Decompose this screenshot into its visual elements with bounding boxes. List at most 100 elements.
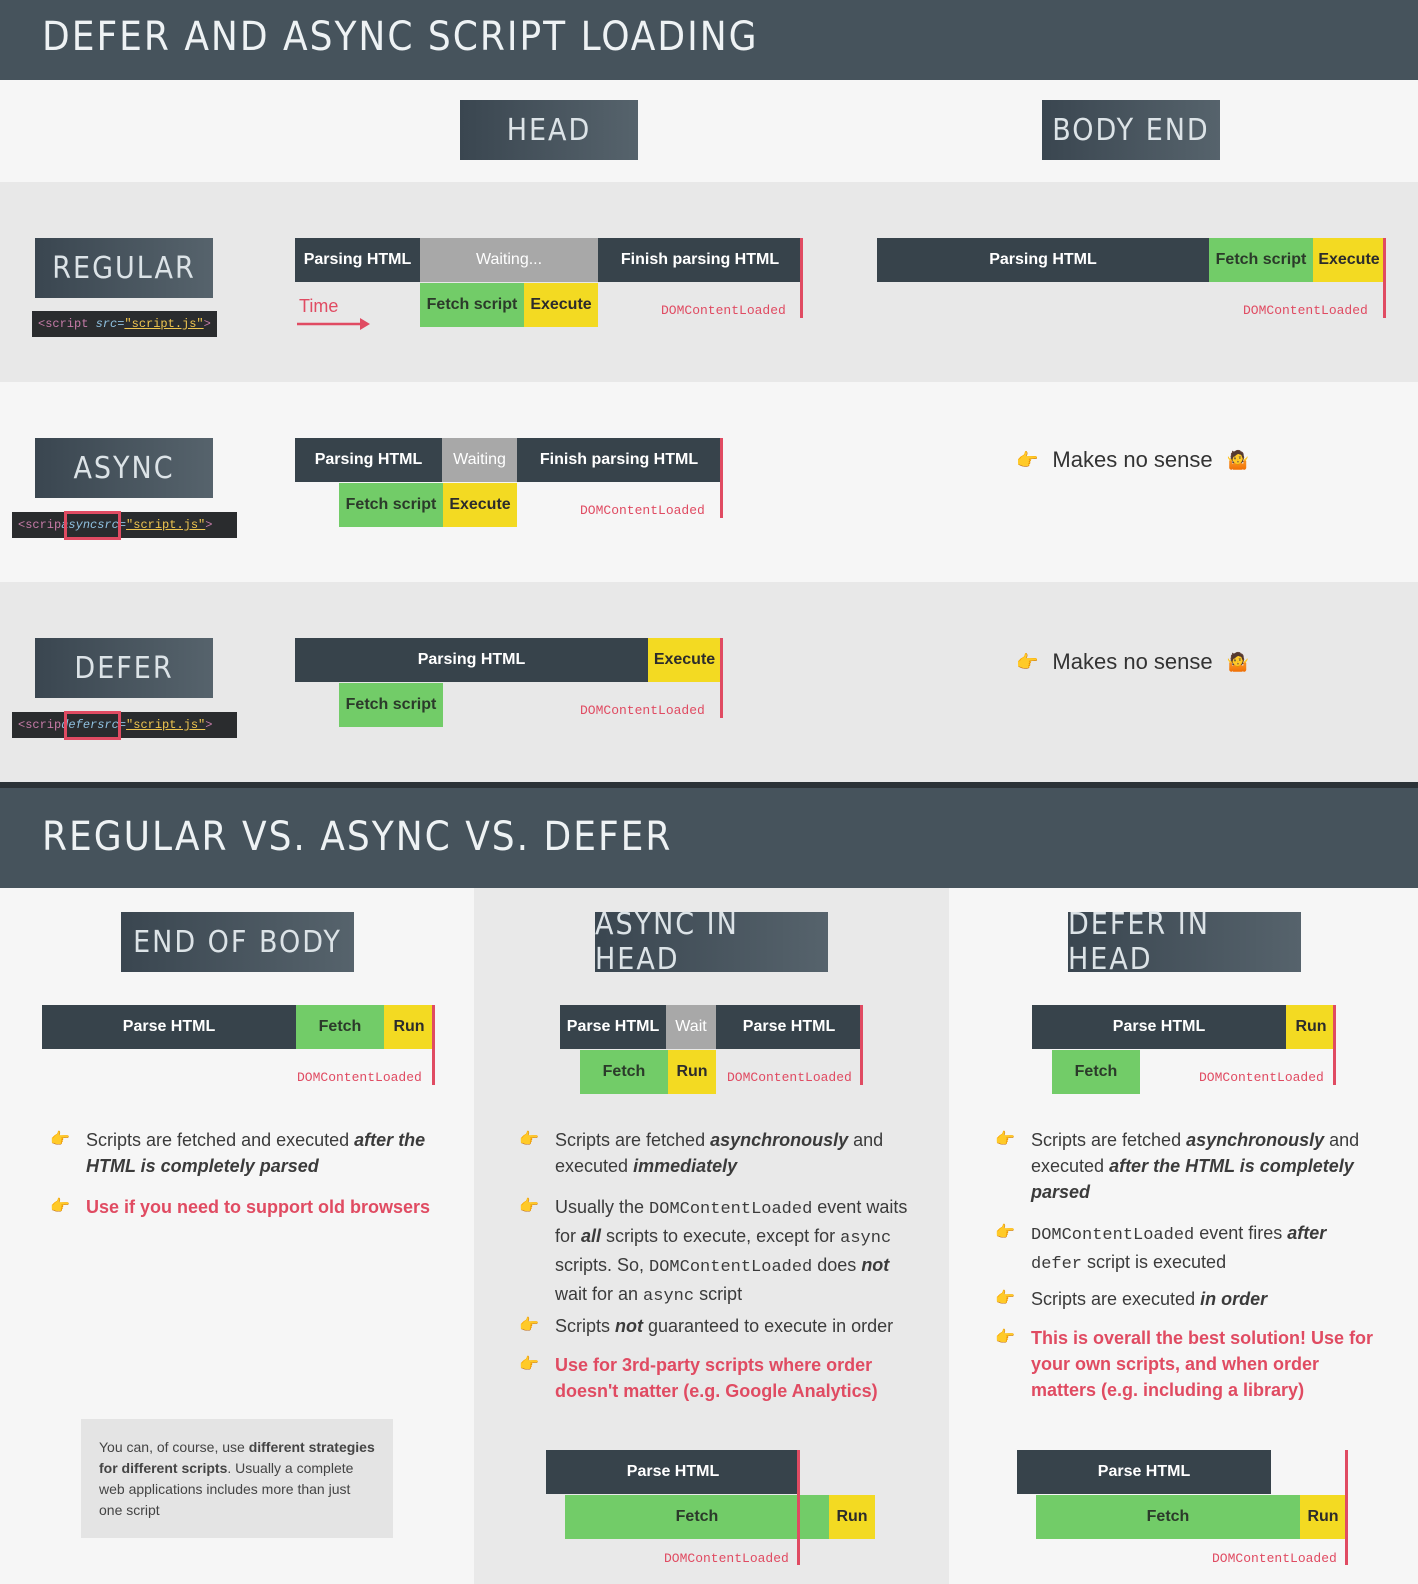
bar-label: Parse HTML bbox=[626, 1463, 720, 1480]
async-in-head-tag: ASYNC IN HEAD bbox=[595, 907, 828, 977]
bullet-text: scripts to execute, except for bbox=[601, 1226, 841, 1246]
async-parsing: Parsing HTML bbox=[295, 438, 442, 482]
bar-label: Run bbox=[676, 1063, 708, 1080]
bullet-code: defer bbox=[1031, 1255, 1083, 1274]
shrug-icon: 🤷 bbox=[1226, 651, 1250, 672]
reg-head-fetch: Fetch script bbox=[420, 283, 524, 327]
time-label: Time bbox=[299, 296, 339, 316]
tag-label: END OF BODY bbox=[133, 924, 342, 960]
bar-label: Execute bbox=[1318, 251, 1380, 268]
aih-parse-1: Parse HTML bbox=[560, 1005, 666, 1049]
defer-execute: Execute bbox=[648, 638, 721, 682]
bar-label: Fetch bbox=[318, 1018, 362, 1035]
bar-label: Fetch script bbox=[1215, 251, 1307, 268]
hand-pointing-icon: 👉 bbox=[1016, 651, 1039, 672]
body-end-column-tag: BODY END bbox=[1042, 100, 1220, 160]
bullet-emphasis: after the HTML is completely parsed bbox=[1031, 1156, 1354, 1202]
bar-label: Parsing HTML bbox=[314, 451, 423, 468]
bullet-text: script bbox=[694, 1284, 743, 1304]
aih-dcl-label: DOMContentLoaded bbox=[727, 1070, 852, 1085]
note-emphasis: different strategies for different scrip… bbox=[99, 1439, 375, 1476]
bar-label: Fetch bbox=[1146, 1508, 1190, 1525]
async-finish: Finish parsing HTML bbox=[517, 438, 721, 482]
bullet-code: DOMContentLoaded bbox=[1031, 1226, 1195, 1245]
bar-label: Fetch bbox=[1074, 1063, 1118, 1080]
aih-bullet-2: 👉 Usually the DOMContentLoaded event wai… bbox=[519, 1194, 909, 1310]
bullet-emphasis: in order bbox=[1200, 1289, 1268, 1309]
bar-label: Wait bbox=[675, 1018, 707, 1035]
code-file: "script.js" bbox=[126, 518, 206, 532]
hand-pointing-icon: 👉 bbox=[995, 1131, 1015, 1148]
bullet-text: wait for an bbox=[555, 1284, 644, 1304]
head-column-tag: HEAD bbox=[460, 100, 638, 160]
async-fetch: Fetch script bbox=[339, 483, 443, 527]
async-code: <scrip async src="script.js"> bbox=[12, 512, 237, 538]
eob-dcl-line bbox=[432, 1005, 435, 1085]
bar-label: Finish parsing HTML bbox=[620, 251, 780, 268]
aih-bullet-1: 👉 Scripts are fetched asynchronously and… bbox=[519, 1127, 909, 1179]
code-tag: <script bbox=[38, 317, 96, 331]
time-arrow bbox=[297, 318, 370, 330]
aih-bottom-fetch: Fetch bbox=[565, 1495, 829, 1539]
code-file: "script.js" bbox=[124, 317, 204, 331]
bar-label: Fetch script bbox=[345, 696, 437, 713]
aih-bullet-3: 👉 Scripts not guaranteed to execute in o… bbox=[519, 1313, 919, 1339]
bar-label: Execute bbox=[530, 296, 592, 313]
bullet-text: Scripts are executed bbox=[1031, 1289, 1201, 1309]
bullet-text: Use for 3rd-party scripts where order do… bbox=[555, 1355, 878, 1401]
section2-header: REGULAR VS. ASYNC VS. DEFER bbox=[0, 788, 1418, 888]
dih-bottom-dcl-label: DOMContentLoaded bbox=[1212, 1551, 1337, 1566]
bullet-text: and executed bbox=[555, 1130, 884, 1176]
bar-label: Fetch script bbox=[345, 496, 437, 513]
aih-wait: Wait bbox=[666, 1005, 716, 1049]
bar-label: Finish parsing HTML bbox=[539, 451, 699, 468]
bullet-text: event fires bbox=[1194, 1223, 1288, 1243]
reg-body-fetch: Fetch script bbox=[1209, 238, 1313, 282]
bar-label: Parsing HTML bbox=[303, 251, 412, 268]
no-sense-text: Makes no sense bbox=[1052, 649, 1213, 674]
bullet-text: event waits for bbox=[555, 1197, 908, 1246]
aih-run: Run bbox=[668, 1050, 716, 1094]
aih-bottom-dcl-label: DOMContentLoaded bbox=[664, 1551, 789, 1566]
bullet-emphasis: immediately bbox=[633, 1156, 738, 1176]
hand-pointing-icon: 👉 bbox=[519, 1317, 539, 1334]
dih-bullet-1: 👉 Scripts are fetched asynchronously and… bbox=[995, 1127, 1380, 1205]
async-label: ASYNC bbox=[73, 450, 175, 486]
bar-label: Fetch script bbox=[426, 296, 518, 313]
bullet-text: Scripts are fetched bbox=[555, 1130, 711, 1150]
async-tag: ASYNC bbox=[35, 438, 213, 498]
bullet-text: Scripts are fetched and executed bbox=[86, 1130, 355, 1150]
async-band bbox=[0, 382, 1418, 582]
dih-bullet-4: 👉 This is overall the best solution! Use… bbox=[995, 1325, 1380, 1403]
defer-highlight bbox=[64, 711, 121, 740]
bullet-text: script is executed bbox=[1082, 1252, 1227, 1272]
code-defer: defer bbox=[61, 718, 98, 732]
bar-label: Run bbox=[393, 1018, 425, 1035]
bar-label: Execute bbox=[653, 651, 716, 668]
reg-head-dcl-label: DOMContentLoaded bbox=[661, 303, 786, 318]
shrug-icon: 🤷 bbox=[1226, 449, 1250, 470]
defer-tag: DEFER bbox=[35, 638, 213, 698]
dih-dcl-label: DOMContentLoaded bbox=[1199, 1070, 1324, 1085]
hand-pointing-icon: 👉 bbox=[995, 1290, 1015, 1307]
eob-bullet-1: 👉 Scripts are fetched and executed after… bbox=[50, 1127, 440, 1179]
bullet-emphasis: not bbox=[861, 1255, 890, 1275]
bullet-text: scripts. So, bbox=[555, 1255, 650, 1275]
bullet-code: DOMContentLoaded bbox=[649, 1258, 813, 1277]
bullet-emphasis: asynchronously bbox=[710, 1130, 849, 1150]
dih-bottom-parse: Parse HTML bbox=[1017, 1450, 1271, 1494]
regular-tag: REGULAR bbox=[35, 238, 213, 298]
tag-label: DEFER IN HEAD bbox=[1068, 907, 1210, 977]
bar-label: Parsing HTML bbox=[417, 651, 526, 668]
bullet-text: Scripts are fetched bbox=[1031, 1130, 1187, 1150]
defer-fetch: Fetch script bbox=[339, 683, 443, 727]
code-attr: src= bbox=[95, 317, 125, 331]
reg-body-dcl-label: DOMContentLoaded bbox=[1243, 303, 1368, 318]
defer-band bbox=[0, 582, 1418, 782]
reg-head-waiting: Waiting... bbox=[420, 238, 598, 282]
aih-parse-2: Parse HTML bbox=[716, 1005, 862, 1049]
defer-label: DEFER bbox=[74, 650, 174, 686]
eob-fetch: Fetch bbox=[296, 1005, 384, 1049]
bullet-text: and executed bbox=[1031, 1130, 1360, 1176]
eob-run: Run bbox=[384, 1005, 434, 1049]
